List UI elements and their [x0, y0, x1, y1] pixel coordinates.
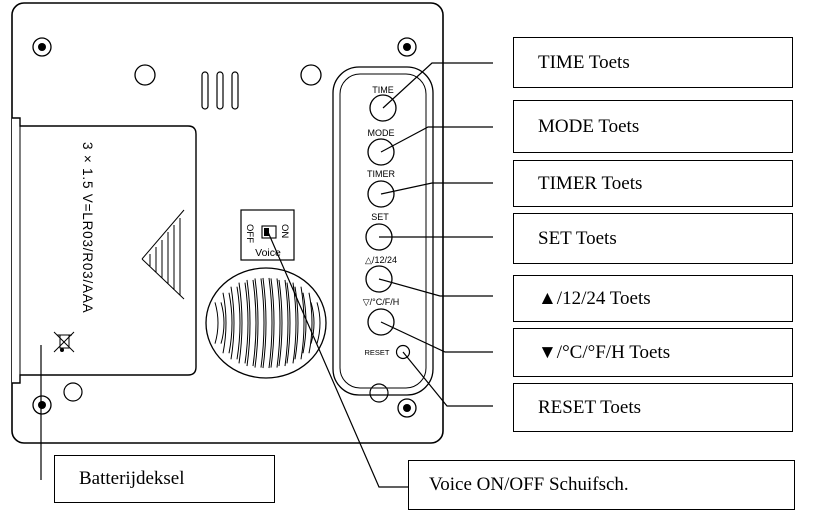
- callout-down-unit: ▼/°C/°F/H Toets: [513, 328, 793, 377]
- switch-on-label: ON: [279, 224, 290, 238]
- set-button-label: SET: [371, 212, 389, 222]
- callout-reset: RESET Toets: [513, 383, 793, 432]
- timer-button-label: TIMER: [367, 169, 395, 179]
- down-unit-button-label: ▽/°C/F/H: [363, 297, 400, 307]
- grille-slot: [254, 278, 265, 368]
- grille-slot: [294, 286, 305, 360]
- screw-hole-bottom-right: [397, 398, 417, 418]
- leader-lines: [40, 62, 493, 488]
- grille-slot: [278, 279, 289, 367]
- callout-timer: TIMER Toets: [513, 160, 793, 207]
- grille-slot: [214, 302, 225, 344]
- grille-slot: [310, 302, 321, 344]
- callout-set: SET Toets: [513, 213, 793, 264]
- speaker-grille: [205, 267, 327, 379]
- screw-hole-bottom-left: [32, 395, 52, 415]
- battery-spec-text: 3 × 1.5 V=LR03/R03/AAA: [80, 142, 95, 313]
- callout-time: TIME Toets: [513, 37, 793, 88]
- foot-bottom-right: [369, 383, 389, 403]
- time-button-label: TIME: [372, 85, 394, 95]
- foot-top-right: [300, 64, 322, 86]
- switch-voice-label: Voice: [255, 247, 281, 259]
- grille-slot: [238, 282, 249, 364]
- grille-slot: [230, 286, 241, 360]
- mode-button-label: MODE: [368, 128, 395, 138]
- grille-slot: [262, 277, 273, 369]
- switch-off-label: OFF: [244, 224, 255, 243]
- voice-switch[interactable]: OFF ON Voice: [240, 209, 295, 261]
- up-12-24-button-label: △/12/24: [365, 255, 397, 265]
- callout-mode: MODE Toets: [513, 100, 793, 153]
- grille-slot: [246, 279, 257, 367]
- vent-slots: [201, 71, 239, 110]
- screw-hole-top-left: [32, 37, 52, 57]
- callout-voice: Voice ON/OFF Schuifsch.: [408, 460, 795, 510]
- grille-slot: [222, 292, 233, 354]
- screw-hole-top-right: [397, 37, 417, 57]
- recycle-bin-icon: [53, 331, 75, 353]
- callout-battery: Batterijdeksel: [54, 455, 275, 503]
- callout-up-12-24: ▲/12/24 Toets: [513, 275, 793, 322]
- reset-button-label: RESET: [364, 348, 389, 357]
- grille-slot: [302, 292, 313, 354]
- foot-top-left: [134, 64, 156, 86]
- foot-bottom-left: [63, 382, 83, 402]
- grille-slot: [270, 278, 281, 368]
- battery-cover: [12, 117, 197, 384]
